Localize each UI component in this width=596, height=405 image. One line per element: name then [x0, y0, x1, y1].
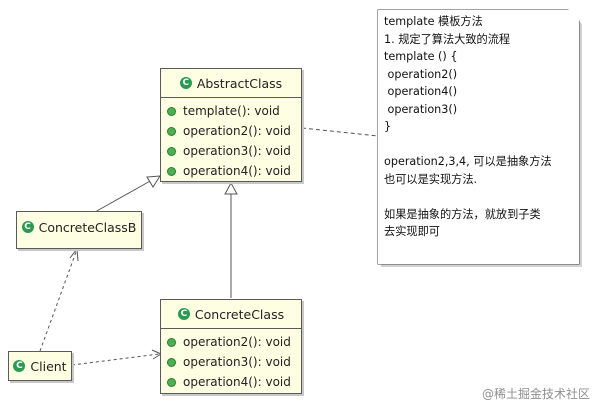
- operation-label: operation3(): void: [183, 355, 291, 369]
- concrete-class-name: ConcreteClass: [194, 306, 285, 322]
- concrete-class-b-header: C ConcreteClassB: [17, 212, 141, 242]
- class-icon: C: [179, 77, 192, 89]
- operation-label: operation2(): void: [183, 124, 291, 138]
- dependency-line-client-b: [39, 251, 77, 352]
- note-line: template () {: [384, 50, 458, 63]
- client-class-name: Client: [30, 358, 67, 374]
- inheritance-line-b: [94, 179, 153, 213]
- note-line: [384, 188, 573, 206]
- abstract-class-box[interactable]: C AbstractClass template(): void operati…: [160, 68, 302, 182]
- note-line: 也可以是实现方法.: [384, 172, 478, 186]
- note-line: [384, 136, 573, 154]
- class-icon: C: [177, 308, 190, 320]
- client-class-box[interactable]: C Client: [8, 351, 72, 381]
- operation-row: operation2(): void: [161, 121, 301, 141]
- note-anchor-line: [301, 127, 379, 137]
- abstract-class-operations: template(): void operation2(): void oper…: [161, 97, 301, 183]
- operation-row: operation3(): void: [161, 141, 301, 161]
- note-line: template 模板方法: [384, 15, 483, 28]
- note-line: 1. 规定了算法大致的流程: [384, 32, 511, 46]
- note-line: operation2(): [384, 67, 458, 81]
- operation-row: operation3(): void: [161, 352, 301, 372]
- concrete-class-header: C ConcreteClass: [161, 300, 301, 328]
- operation-label: operation4(): void: [183, 164, 291, 178]
- concrete-class-operations: operation2(): void operation3(): void op…: [161, 328, 301, 394]
- operation-row: operation4(): void: [161, 161, 301, 181]
- abstract-class-header: C AbstractClass: [161, 69, 301, 97]
- operation-row: operation2(): void: [161, 332, 301, 352]
- public-method-icon: [167, 126, 176, 136]
- public-method-icon: [167, 166, 176, 176]
- note-line: 如果是抽象的方法，就放到子类: [384, 207, 541, 221]
- operation-label: operation4(): void: [183, 375, 291, 389]
- client-class-header: C Client: [9, 352, 71, 380]
- template-method-note[interactable]: template 模板方法 1. 规定了算法大致的流程 template () …: [378, 10, 579, 264]
- operation-row: template(): void: [161, 101, 301, 121]
- note-line: operation2,3,4, 可以是抽象方法: [384, 155, 552, 168]
- concrete-class-box[interactable]: C ConcreteClass operation2(): void opera…: [160, 299, 302, 394]
- operation-label: operation3(): void: [183, 144, 291, 158]
- abstract-class-name: AbstractClass: [196, 75, 283, 91]
- operation-label: operation2(): void: [183, 335, 291, 349]
- operation-row: operation4(): void: [161, 372, 301, 392]
- public-method-icon: [167, 357, 176, 367]
- watermark: @稀土掘金技术社区: [481, 387, 590, 401]
- dependency-arrowhead-client-b: [69, 247, 79, 262]
- inheritance-arrowhead-b: [146, 175, 161, 188]
- public-method-icon: [167, 377, 176, 387]
- operation-label: template(): void: [183, 104, 280, 118]
- concrete-class-b-box[interactable]: C ConcreteClassB: [16, 211, 142, 249]
- note-line: 去实现即可: [384, 225, 440, 238]
- public-method-icon: [167, 146, 176, 156]
- dependency-line-client-concrete: [71, 353, 160, 366]
- note-line: operation3(): [384, 102, 458, 116]
- note-line: }: [384, 120, 392, 133]
- inheritance-arrowhead-concrete: [224, 181, 238, 195]
- note-line: operation4(): [384, 85, 458, 98]
- class-icon: C: [13, 360, 26, 372]
- public-method-icon: [167, 106, 176, 116]
- public-method-icon: [167, 337, 176, 347]
- concrete-class-b-name: ConcreteClassB: [38, 219, 137, 235]
- class-icon: C: [21, 221, 34, 233]
